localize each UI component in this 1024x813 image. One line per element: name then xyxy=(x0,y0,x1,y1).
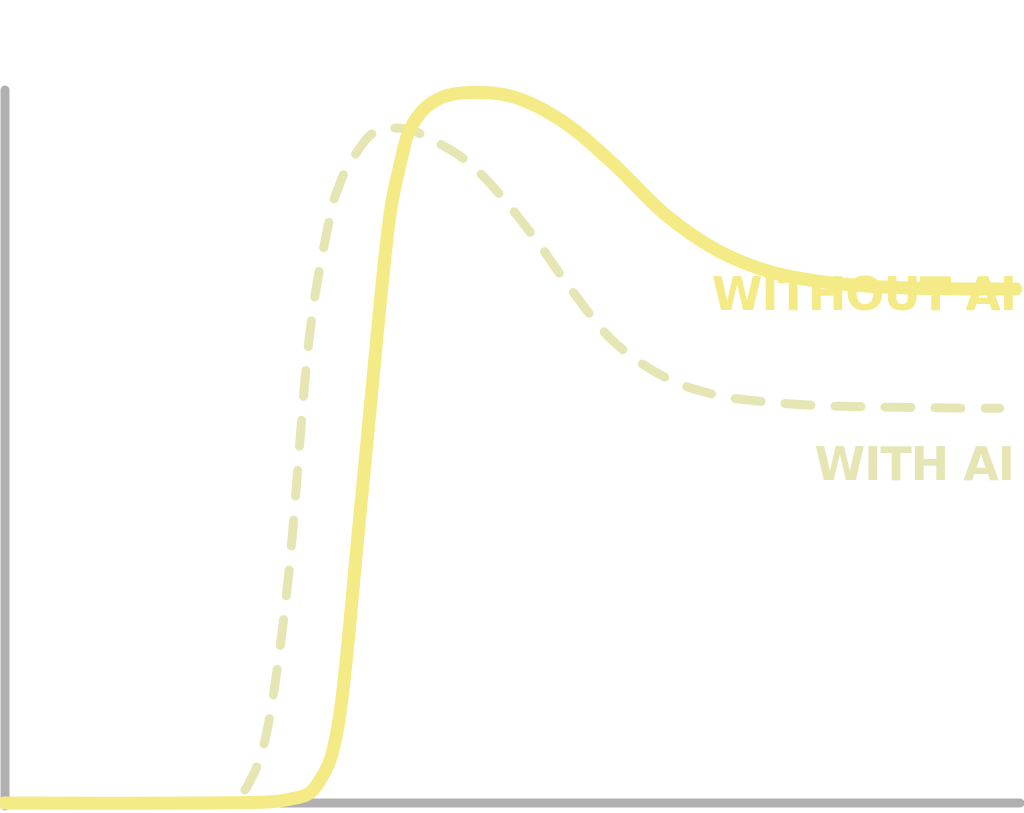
series-labels: WITHOUT AI WITH AI xyxy=(712,267,1017,491)
series-label-without-ai: WITHOUT AI xyxy=(712,267,1016,321)
series-label-with-ai: WITH AI xyxy=(815,437,1014,491)
series-layer xyxy=(0,85,1023,810)
series-line-without-ai xyxy=(0,85,1023,810)
